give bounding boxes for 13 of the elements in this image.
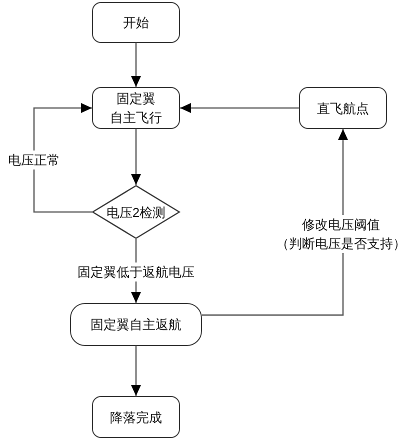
arrow — [131, 129, 141, 185]
arrow — [180, 103, 299, 113]
arrow — [131, 346, 141, 396]
arrow — [33, 103, 92, 213]
process-box: 固定翼自主返航 — [70, 303, 202, 346]
arrow — [131, 43, 141, 87]
start-box: 开始 — [92, 2, 180, 43]
process-box: 直飞航点 — [299, 87, 387, 129]
end-box: 降落完成 — [92, 396, 180, 438]
decision-diamond: 电压2检测 — [92, 185, 180, 239]
edge-label: 固定翼低于返航电压 — [76, 262, 196, 282]
arrow — [202, 129, 348, 316]
process-box: 固定翼自主飞行 — [92, 87, 180, 129]
